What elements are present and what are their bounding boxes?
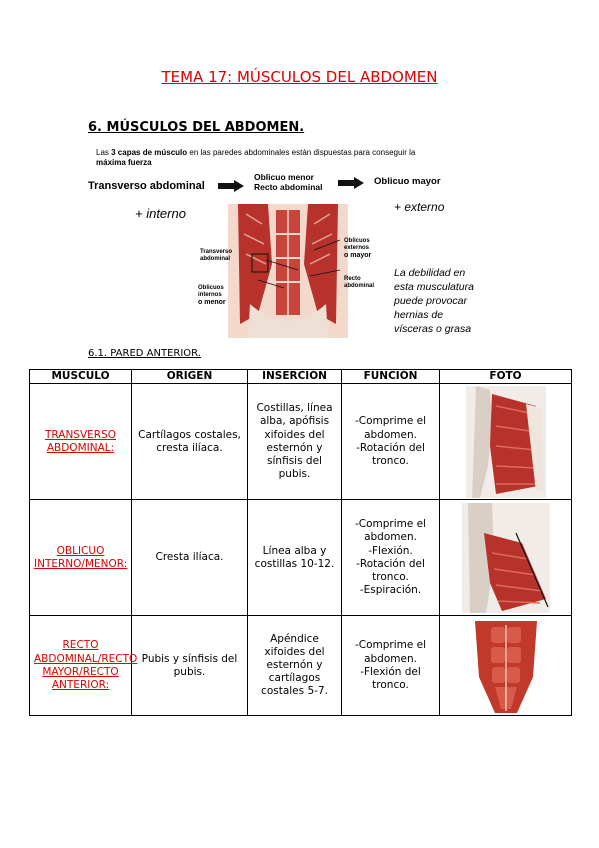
muscle-origin: Pubis y sínfisis del pubis. <box>131 615 248 717</box>
muscles-table: MÚSCULO ORIGEN INSERCIÓN FUNCIÓN FOTO TR… <box>29 368 572 717</box>
muscle-insertion: Apéndice xifoides del esternón y cartíla… <box>247 615 342 717</box>
muscle-photo <box>439 615 572 717</box>
table-row: TRANSVERSO ABDOMINAL: Cartílagos costale… <box>29 383 572 501</box>
muscle-photo <box>439 383 572 501</box>
header-origen: ORIGEN <box>131 368 248 385</box>
muscle-name: RECTO ABDOMINAL/RECTO MAYOR/RECTO ANTERI… <box>29 615 137 717</box>
arrow-right-icon <box>218 180 244 192</box>
table-row: RECTO ABDOMINAL/RECTO MAYOR/RECTO ANTERI… <box>29 615 572 717</box>
abdominal-layers-figure: Las 3 capas de músculo en las paredes ab… <box>88 146 488 338</box>
subsection-heading: 6.1. PARED ANTERIOR. <box>88 348 201 359</box>
muscle-origin: Cresta ilíaca. <box>131 499 248 617</box>
figure-intro-line2: máxima fuerza <box>96 158 152 167</box>
section-heading: 6. MÚSCULOS DEL ABDOMEN. <box>88 120 305 135</box>
header-foto: FOTO <box>439 368 572 385</box>
label-internal: + interno <box>135 206 186 221</box>
table-row: OBLICUO INTERNO/MENOR: Cresta ilíaca. Lí… <box>29 499 572 617</box>
transverso-muscle-image <box>465 385 546 498</box>
muscle-insertion: Costillas, línea alba, apófisis xifoides… <box>247 383 342 501</box>
document-title: TEMA 17: MÚSCULOS DEL ABDOMEN <box>161 68 438 86</box>
muscle-name: TRANSVERSO ABDOMINAL: <box>29 383 132 501</box>
muscle-function: -Comprime el abdomen.-Flexión del tronco… <box>341 615 440 717</box>
muscle-origin: Cartílagos costales, cresta ilíaca. <box>131 383 248 501</box>
arrow-right-icon <box>338 177 364 189</box>
abdominal-muscles-illustration <box>228 204 348 338</box>
label-external: + externo <box>394 200 445 214</box>
table-header-row: MÚSCULO ORIGEN INSERCIÓN FUNCIÓN FOTO <box>29 368 572 385</box>
oblicuo-interno-muscle-image <box>461 502 550 613</box>
figure-intro: Las 3 capas de músculo en las paredes ab… <box>96 148 416 157</box>
muscle-name: OBLICUO INTERNO/MENOR: <box>29 499 132 617</box>
muscle-function: -Comprime el abdomen.-Rotación del tronc… <box>341 383 440 501</box>
header-musculo: MÚSCULO <box>29 368 132 385</box>
header-funcion: FUNCIÓN <box>341 368 440 385</box>
layer-transverso: Transverso abdominal <box>88 180 205 192</box>
header-insercion: INSERCIÓN <box>247 368 342 385</box>
muscle-photo <box>439 499 572 617</box>
muscle-insertion: Línea alba y costillas 10-12. <box>247 499 342 617</box>
muscle-function: -Comprime el abdomen.-Flexión.-Rotación … <box>341 499 440 617</box>
layer-oblicuo-mayor: Oblicuo mayor <box>374 176 441 187</box>
recto-abdominal-muscle-image <box>470 616 541 715</box>
